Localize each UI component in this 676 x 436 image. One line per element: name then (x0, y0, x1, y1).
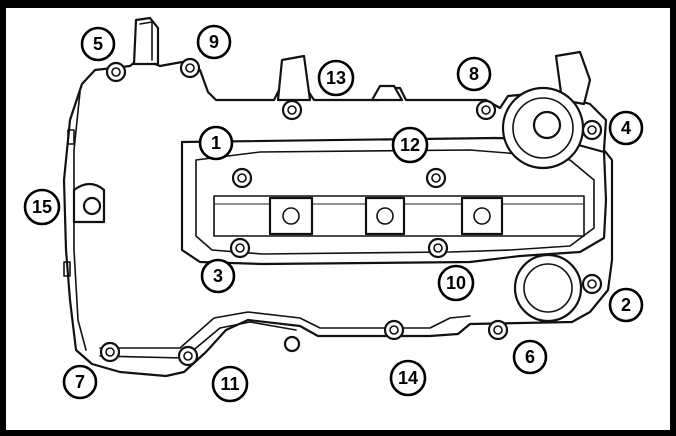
svg-text:11: 11 (220, 374, 239, 394)
bolt-10 (427, 237, 449, 259)
svg-text:9: 9 (209, 32, 219, 52)
callout-10: 10 (437, 264, 475, 302)
sensor-port (513, 253, 583, 323)
left-border (0, 0, 6, 436)
callout-7: 7 (62, 364, 98, 400)
callouts: 5 9 13 8 4 1 12 15 3 10 2 6 7 11 14 (23, 24, 644, 403)
center-boss (370, 84, 404, 102)
svg-text:10: 10 (446, 273, 466, 293)
svg-text:2: 2 (621, 295, 631, 315)
bolts (99, 57, 603, 367)
callout-2: 2 (608, 287, 644, 323)
callout-3: 3 (200, 258, 236, 294)
oil-filler-cap (501, 50, 592, 170)
svg-text:12: 12 (400, 135, 420, 155)
bolt-3 (229, 237, 251, 259)
svg-text:8: 8 (469, 64, 479, 84)
callout-11: 11 (211, 365, 249, 403)
vent-spout (132, 16, 160, 66)
bolt-7 (99, 341, 121, 363)
bolt-11 (177, 345, 199, 367)
svg-text:6: 6 (525, 347, 535, 367)
callout-9: 9 (196, 24, 232, 60)
bolt-4 (581, 119, 603, 141)
bolt-6 (487, 319, 509, 341)
bolt-8 (475, 99, 497, 121)
bolt-2 (581, 273, 603, 295)
callout-15: 15 (23, 188, 61, 226)
svg-text:1: 1 (211, 133, 221, 153)
callout-6: 6 (512, 339, 548, 375)
svg-text:15: 15 (32, 197, 52, 217)
mount-tab-13 (276, 54, 312, 102)
bolt-center-lower (283, 335, 301, 353)
bolt-9 (179, 57, 201, 79)
bolt-14 (383, 319, 405, 341)
bolt-12 (425, 167, 447, 189)
bolt-5 (105, 61, 127, 83)
callout-14: 14 (389, 359, 427, 397)
callout-5: 5 (80, 26, 116, 62)
callout-4: 4 (608, 110, 644, 146)
svg-text:14: 14 (398, 368, 418, 388)
svg-text:4: 4 (621, 118, 631, 138)
right-border (670, 0, 676, 436)
callout-1: 1 (198, 125, 234, 161)
svg-text:7: 7 (75, 372, 85, 392)
callout-13: 13 (317, 59, 355, 97)
callout-12: 12 (391, 126, 429, 164)
bolt-1 (231, 167, 253, 189)
svg-text:5: 5 (93, 34, 103, 54)
svg-text:13: 13 (326, 68, 346, 88)
bolt-13 (281, 99, 303, 121)
callout-8: 8 (456, 56, 492, 92)
bottom-border (0, 430, 676, 436)
svg-text:3: 3 (213, 266, 223, 286)
top-border (0, 0, 676, 8)
